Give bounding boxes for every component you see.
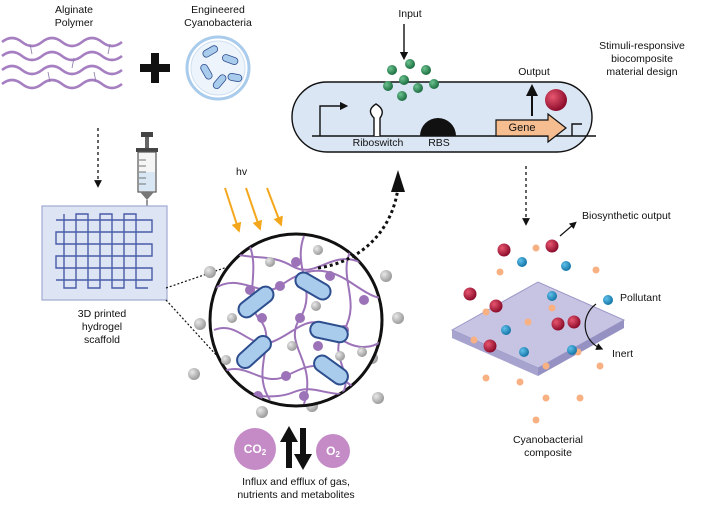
biosynthetic-particles <box>463 239 581 353</box>
syringe-icon <box>136 132 158 214</box>
composite-label-line2: composite <box>524 447 572 459</box>
pollutant-conversion-arrow <box>584 303 604 350</box>
light-rays-icon <box>224 187 283 233</box>
stimuli-label-line1: Stimuli-responsive <box>599 40 685 52</box>
influx-label-line2: nutrients and metabolites <box>237 489 355 501</box>
plus-icon <box>140 53 170 83</box>
terminator-icon <box>571 123 582 136</box>
alginate-label-line2: Polymer <box>54 17 94 29</box>
composite-sheet <box>450 281 626 376</box>
input-label: Input <box>398 8 422 20</box>
input-molecules <box>383 59 439 101</box>
alginate-label-line1: Alginate <box>55 4 93 16</box>
riboswitch-label: Riboswitch <box>352 137 404 149</box>
o2-subscript: 2 <box>335 449 340 459</box>
riboswitch-icon <box>369 103 383 136</box>
gene-label: Gene <box>508 122 536 134</box>
influx-label: Influx and efflux of gas, nutrients and … <box>237 476 354 502</box>
o2-text: O <box>326 444 336 458</box>
biosynthetic-arrow <box>559 221 577 237</box>
alginate-polymer-icon <box>1 36 123 90</box>
co2-text: CO <box>243 442 262 456</box>
gene-arrow-icon <box>495 112 567 144</box>
gas-exchange-arrows <box>280 426 312 470</box>
biosynthetic-output-label: Biosynthetic output <box>582 210 671 222</box>
cyanobacteria-label: Engineered Cyanobacteria <box>184 4 252 30</box>
composite-label-line1: Cyanobacterial <box>512 434 584 446</box>
scaffold-label: 3D printed hydrogel scaffold <box>78 308 126 347</box>
stimuli-label-line2: biocomposite <box>611 53 673 65</box>
cyanobacteria-dish <box>185 35 251 101</box>
inert-label: Inert <box>612 348 634 360</box>
scaffold-label-line3: scaffold <box>83 334 120 346</box>
hydrogel-zoom-circle <box>208 232 384 408</box>
rbs-label: RBS <box>428 137 450 149</box>
cyanobacteria-label-line1: Engineered <box>191 4 245 16</box>
hydrogel-scaffold <box>41 205 168 301</box>
flow-arrow-curved <box>317 187 400 270</box>
promoter-icon <box>319 101 349 136</box>
composite-label: Cyanobacterial composite <box>513 434 583 460</box>
output-label: Output <box>518 66 550 78</box>
pollutant-particles <box>501 257 613 357</box>
influx-label-line1: Influx and efflux of gas, <box>242 476 350 488</box>
stimuli-label: Stimuli-responsive biocomposite material… <box>599 40 685 79</box>
hv-label: hv <box>236 166 248 178</box>
co2-subscript: 2 <box>261 447 267 457</box>
output-molecule <box>545 89 567 111</box>
polymer-crosslinks <box>29 43 111 83</box>
zoom-line-upper <box>165 263 237 289</box>
pollutant-label: Pollutant <box>620 292 661 304</box>
flow-arrow-curved-head <box>391 170 405 192</box>
inert-particles <box>470 244 604 424</box>
stimuli-label-line3: material design <box>606 66 678 78</box>
alginate-label: Alginate Polymer <box>55 4 94 30</box>
scaffold-label-line1: 3D printed <box>77 308 127 320</box>
cyanobacteria-label-line2: Cyanobacteria <box>184 17 252 29</box>
rbs-icon <box>420 118 456 136</box>
zoom-line-lower <box>165 299 251 393</box>
scaffold-label-line2: hydrogel <box>81 321 123 333</box>
gene-construct <box>291 81 596 153</box>
